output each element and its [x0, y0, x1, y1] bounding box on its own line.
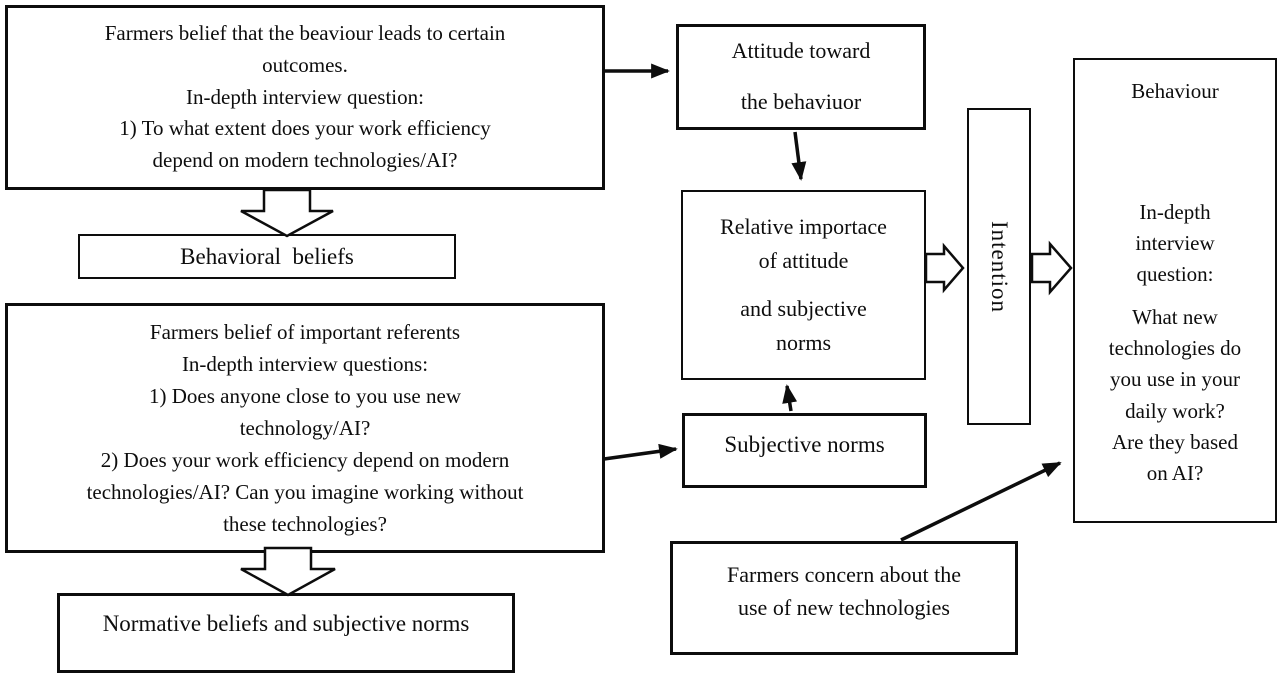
behavioral-beliefs-label: Behavioral beliefs — [180, 243, 354, 269]
normative-beliefs-label: Normative beliefs and subjective norms — [102, 611, 470, 636]
box-behaviour: Behaviour In-depth interview question: W… — [1073, 58, 1277, 523]
relative-importance-text-1: Relative importace of attitude — [720, 213, 887, 273]
normative-source-text: Farmers belief of important referents In… — [86, 319, 524, 537]
block-arrow-intention-to-behaviour — [1030, 240, 1073, 296]
arrow-subjective-to-relative-importance — [782, 384, 798, 412]
farmers-concern-text: Farmers concern about the use of new tec… — [727, 562, 961, 620]
box-subjective-norms: Subjective norms — [682, 413, 927, 488]
box-farmers-concern: Farmers concern about the use of new tec… — [670, 541, 1018, 655]
arrow-source-to-subjective-norms — [603, 443, 678, 461]
box-relative-importance: Relative importace of attitude and subje… — [681, 190, 926, 380]
block-arrow-relative-to-intention — [924, 242, 965, 294]
behaviour-question-body: What new technologies do you use in your… — [1108, 305, 1242, 485]
box-normative-beliefs: Normative beliefs and subjective norms — [57, 593, 515, 673]
box-intention: Intention — [967, 108, 1031, 425]
box-attitude-toward-behaviour: Attitude toward the behaviuor — [676, 24, 926, 130]
intention-label: Intention — [987, 220, 1013, 313]
relative-importance-text-2: and subjective norms — [740, 296, 867, 356]
behavioral-source-text: Farmers belief that the beaviour leads t… — [104, 20, 506, 173]
subjective-norms-label: Subjective norms — [724, 431, 885, 457]
behaviour-question-intro: In-depth interview question: — [1135, 200, 1215, 287]
block-arrow-down-normative — [240, 546, 336, 597]
box-normative-beliefs-source: Farmers belief of important referents In… — [5, 303, 605, 553]
box-behavioral-beliefs-source: Farmers belief that the beaviour leads t… — [5, 5, 605, 190]
attitude-text: Attitude toward the behaviuor — [731, 38, 871, 114]
behaviour-title: Behaviour — [1131, 79, 1219, 103]
arrow-attitude-to-relative-importance — [791, 131, 807, 181]
box-behavioral-beliefs: Behavioral beliefs — [78, 234, 456, 279]
block-arrow-down-behavioral — [240, 188, 334, 238]
